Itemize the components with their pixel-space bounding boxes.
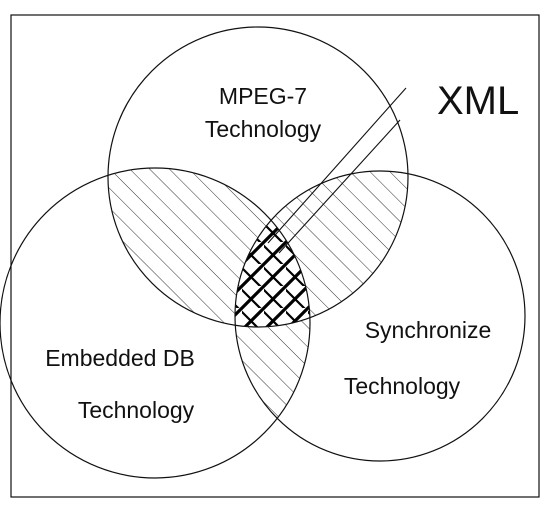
- callout-line-1: [267, 87, 407, 244]
- circle-mpeg7: [107, 26, 409, 328]
- label-embedded-line2: Technology: [78, 397, 195, 423]
- label-mpeg7-line2: Technology: [205, 116, 322, 142]
- label-xml-callout: XML: [437, 79, 519, 123]
- label-synchronize-line2: Technology: [344, 373, 461, 399]
- frame-border: [10, 14, 540, 498]
- label-embedded-line1: Embedded DB: [45, 345, 195, 371]
- circle-synchronize: [234, 170, 526, 462]
- label-mpeg7-line1: MPEG-7: [219, 83, 307, 109]
- callout-line-2: [278, 119, 401, 254]
- label-synchronize-line1: Synchronize: [365, 317, 492, 343]
- circle-embedded-db: [0, 167, 311, 479]
